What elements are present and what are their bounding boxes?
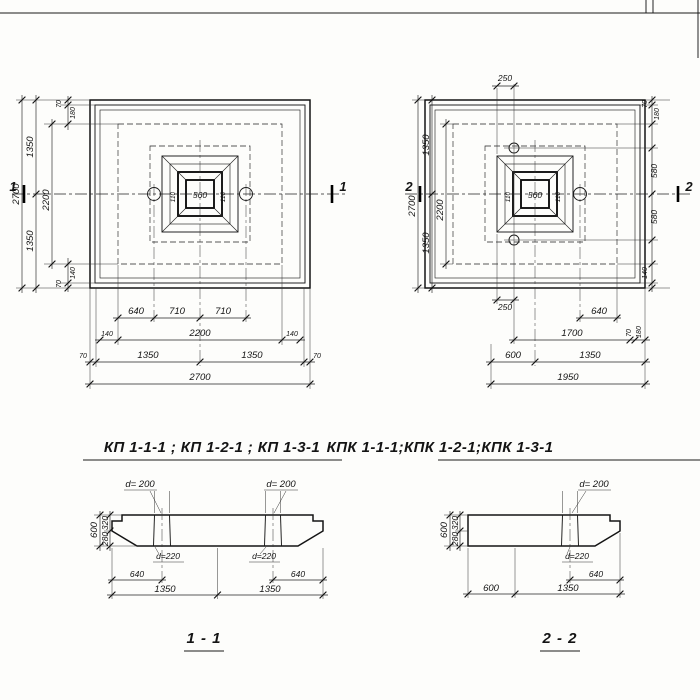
diameter-label: d=220 (156, 551, 180, 561)
plan-left-extension-lines (16, 99, 311, 389)
section-mark-label: 1 (339, 179, 346, 194)
dim-label: 710 (215, 306, 232, 317)
section-1-1: КП 1-1-1 ; КП 1-2-1 ; КП 1-3-1 d= 200 d=… (83, 439, 342, 652)
dim-label: 2700 (11, 183, 22, 206)
diameter-label: d= 200 (125, 479, 155, 490)
dim-label: 280 (100, 532, 110, 547)
plan-left-dimensions: 2200 1350 1350 2700 70 180 140 70 110 56… (11, 95, 321, 388)
dim-label: 70 (642, 100, 649, 108)
dim-label: 110 (220, 191, 227, 202)
diameter-label: d= 200 (579, 479, 609, 490)
dim-label: 1350 (579, 350, 601, 361)
dim-label: 600 (89, 521, 100, 538)
dim-label: 2700 (407, 195, 418, 218)
dim-label: 2700 (188, 372, 211, 383)
dim-label: 70 (313, 353, 321, 360)
dim-label: 1350 (25, 230, 36, 252)
dim-label: 580 (649, 164, 659, 178)
dim-label: 1350 (154, 584, 176, 595)
dim-label: 2200 (435, 199, 446, 222)
dim-label: 1350 (137, 350, 159, 361)
plan-left: 2200 1350 1350 2700 70 180 140 70 110 56… (9, 95, 347, 389)
dim-label: 140 (286, 331, 298, 338)
dim-label: 1350 (557, 583, 579, 594)
dim-label: 1350 (241, 350, 263, 361)
dim-label: 560 (528, 190, 542, 200)
dim-label: 320 (100, 516, 110, 530)
dim-label: 1700 (561, 328, 583, 339)
dim-label: 2200 (41, 189, 52, 212)
dim-label: 70 (56, 100, 63, 108)
section-2-2: КПК 1-1-1;КПК 1-2-1;КПК 1-3-1 d= 200 d=2… (327, 439, 700, 652)
dim-label: 600 (439, 521, 450, 538)
dim-label: 1350 (259, 584, 281, 595)
section-2-label: 2 - 2 (541, 630, 577, 647)
section-1-dimensions: 600 320 280 640 640 1350 1350 (89, 511, 328, 599)
dim-label: 280 (450, 532, 460, 547)
section-1-title: КП 1-1-1 ; КП 1-2-1 ; КП 1-3-1 (104, 439, 320, 456)
dim-label: 640 (589, 569, 603, 579)
section-mark-label: 2 (404, 179, 413, 194)
dim-label: 70 (56, 280, 63, 288)
dim-label: 600 (483, 583, 500, 594)
section-2-title: КПК 1-1-1;КПК 1-2-1;КПК 1-3-1 (327, 439, 554, 456)
section-1-label: 1 - 1 (186, 630, 221, 647)
dim-label: 600 (505, 350, 522, 361)
dim-label: 640 (130, 569, 144, 579)
section-1-channels (153, 491, 282, 585)
dim-label: 1350 (421, 134, 432, 156)
dim-label: 1350 (25, 136, 36, 158)
section-mark-label: 1 (9, 179, 16, 194)
dim-label: 110 (505, 191, 512, 202)
plan-right-dimensions: 250 250 2200 1350 1350 2700 70 180 580 5… (407, 73, 661, 388)
dim-label: 710 (169, 306, 186, 317)
plan-right-section-marks: 2 2 (404, 179, 693, 202)
dim-label: 1950 (557, 372, 579, 383)
dim-label: 140 (70, 267, 77, 279)
section-1-profile (111, 514, 324, 547)
dim-label: 1350 (421, 232, 432, 254)
dim-label: 70 (626, 329, 633, 337)
sheet-frame (0, 0, 700, 58)
dim-label: 140 (101, 331, 113, 338)
dim-label: 640 (591, 306, 608, 317)
diameter-label: d=220 (565, 551, 589, 561)
dim-label: 320 (450, 516, 460, 530)
dim-label: 560 (193, 190, 207, 200)
plan-left-geometry (12, 99, 345, 366)
dim-label: 180 (636, 326, 643, 338)
section-2-dimensions: 600 320 280 640 600 1350 (439, 511, 625, 598)
dim-label: 110 (555, 191, 562, 202)
plan-right-extension-lines (412, 88, 670, 389)
dim-label: 110 (170, 191, 177, 202)
dim-label: 180 (654, 108, 661, 120)
diameter-label: d=220 (252, 551, 276, 561)
dim-label: 580 (649, 210, 659, 224)
dim-label: 2200 (188, 328, 211, 339)
section-1-callouts: d= 200 d= 200 d=220 d=220 (124, 479, 298, 563)
dim-label: 640 (291, 569, 305, 579)
dim-label: 70 (79, 353, 87, 360)
section-2-callouts: d= 200 d=220 (562, 479, 611, 563)
plan-left-section-marks: 1 1 (9, 179, 347, 203)
section-mark-label: 2 (684, 179, 693, 194)
dim-label: 250 (497, 73, 512, 83)
diameter-label: d= 200 (266, 479, 296, 490)
plan-right: 250 250 2200 1350 1350 2700 70 180 580 5… (404, 73, 693, 389)
dim-label: 180 (70, 107, 77, 119)
section-2-channel (561, 491, 579, 585)
dim-label: 250 (497, 302, 512, 312)
dim-label: 640 (128, 306, 145, 317)
dim-label: 140 (642, 267, 649, 279)
plan-right-geometry (405, 84, 692, 366)
section-2-profile (467, 514, 621, 547)
